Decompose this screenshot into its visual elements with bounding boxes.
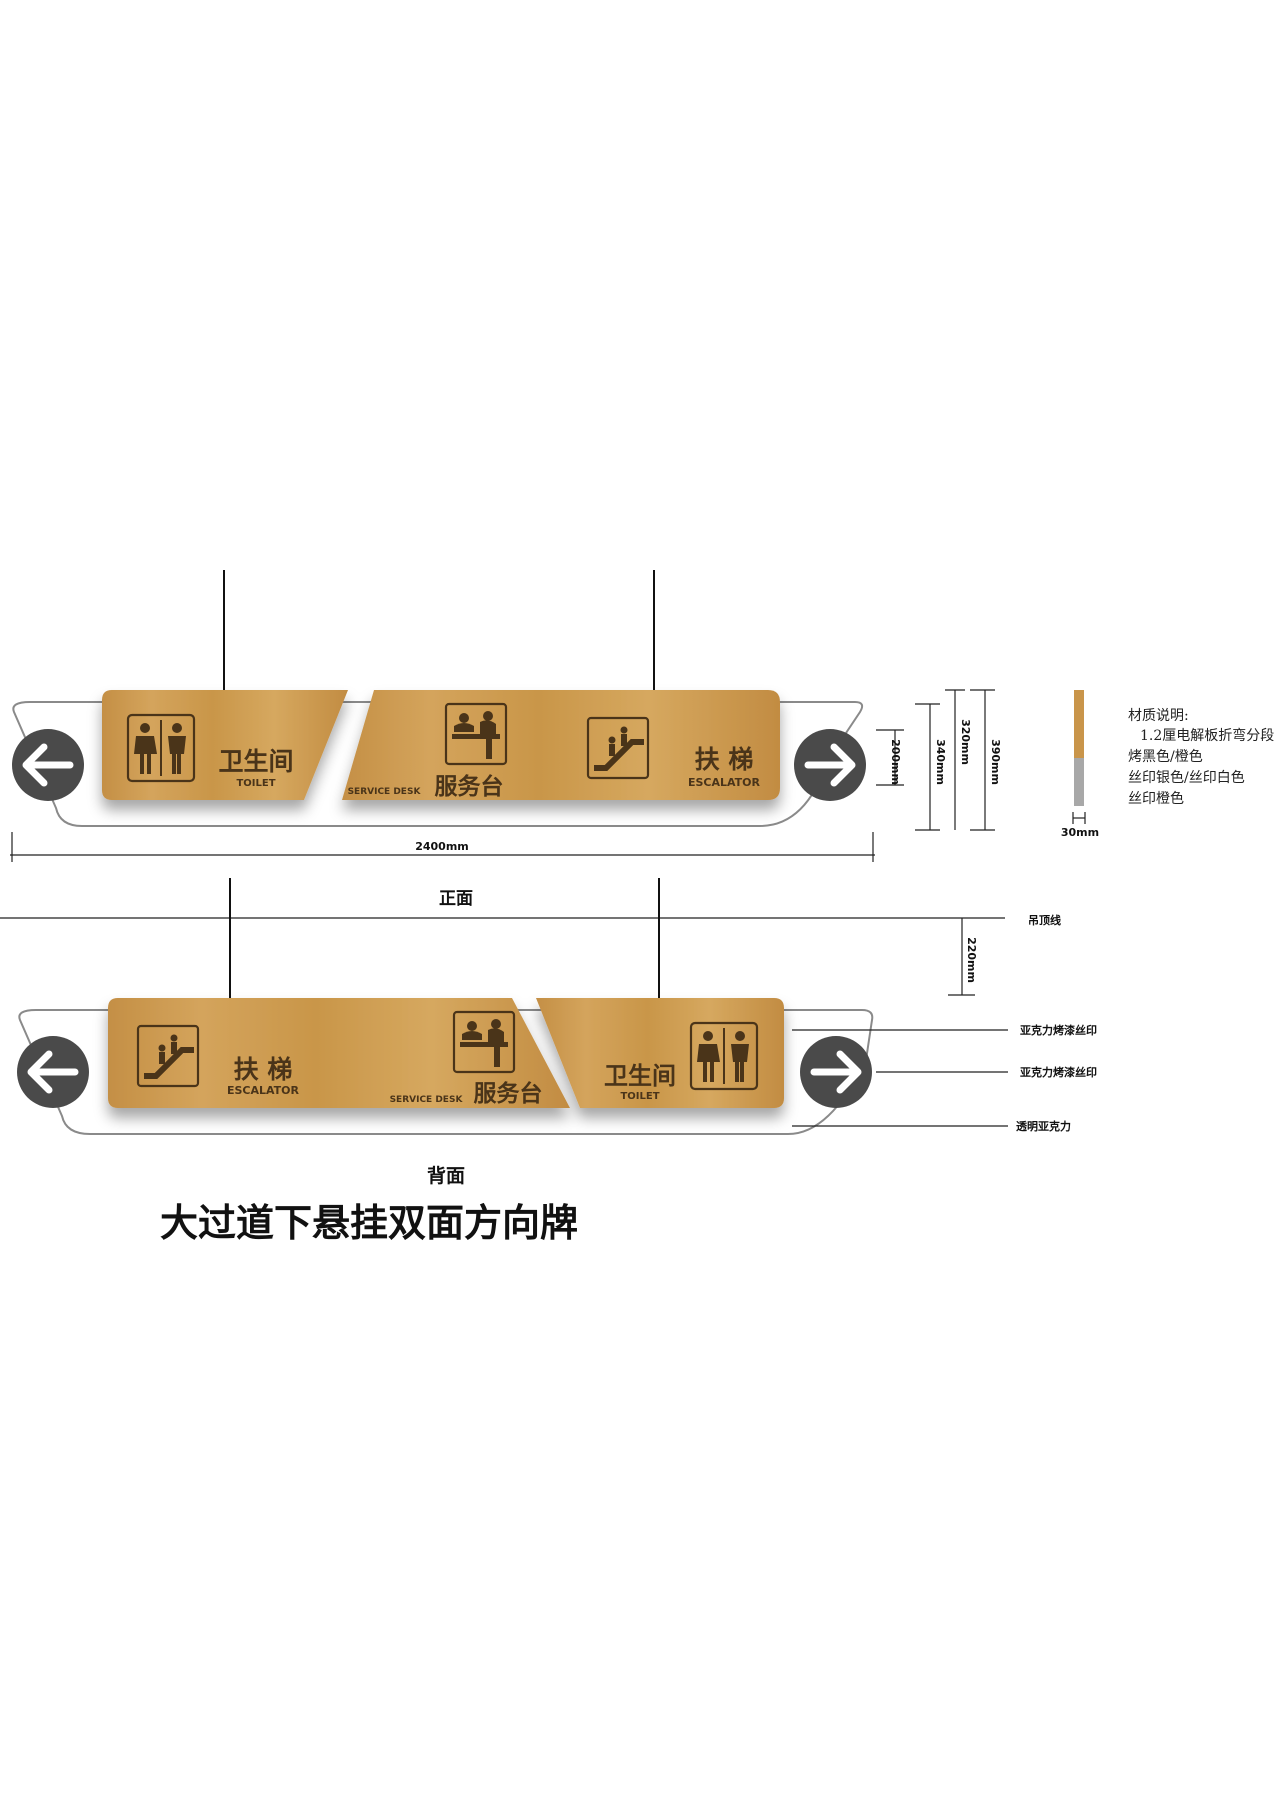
arrow-left-icon bbox=[12, 729, 84, 801]
back-escalator-en: ESCALATOR bbox=[227, 1084, 300, 1097]
main-title: 大过道下悬挂双面方向牌 bbox=[160, 1201, 578, 1245]
material-line-2: 烤黑色/橙色 bbox=[1128, 748, 1203, 765]
back-callouts: 亚克力烤漆丝印 亚克力烤漆丝印 透明亚克力 bbox=[792, 1023, 1097, 1133]
front-panel-center-right bbox=[342, 690, 780, 800]
front-panel-left bbox=[102, 690, 348, 800]
arrow-left-icon bbox=[17, 1036, 89, 1108]
back-panel-right bbox=[536, 998, 784, 1108]
back-sign: 扶 梯 ESCALATOR SERVICE DESK 服务台 卫生间 TOILE… bbox=[17, 878, 874, 1135]
dim-h340: 340mm bbox=[934, 739, 947, 785]
callout-acrylic-1: 亚克力烤漆丝印 bbox=[1020, 1023, 1097, 1037]
back-service-en: SERVICE DESK bbox=[390, 1095, 464, 1105]
dim-h390: 390mm bbox=[989, 739, 1002, 785]
callout-clear-acrylic: 透明亚克力 bbox=[1016, 1119, 1071, 1133]
back-toilet-cn: 卫生间 bbox=[604, 1062, 676, 1090]
front-escalator-cn: 扶 梯 bbox=[695, 745, 754, 774]
back-caption: 背面 bbox=[427, 1164, 465, 1187]
dim-ceiling-gap: 220mm bbox=[965, 937, 978, 983]
front-toilet-cn: 卫生间 bbox=[218, 747, 293, 776]
arrow-right-icon bbox=[800, 1036, 872, 1108]
callout-acrylic-2: 亚克力烤漆丝印 bbox=[1020, 1065, 1097, 1079]
thickness-swatch: 30mm bbox=[1061, 690, 1099, 839]
front-service-cn: 服务台 bbox=[435, 773, 504, 800]
front-service-en: SERVICE DESK bbox=[348, 787, 422, 797]
ceiling-line: 吊顶线 220mm bbox=[0, 913, 1061, 996]
back-acrylic-outline bbox=[18, 1009, 874, 1135]
material-title: 材质说明: bbox=[1128, 708, 1189, 724]
dim-h320: 320mm bbox=[959, 719, 972, 765]
front-escalator-en: ESCALATOR bbox=[688, 776, 761, 789]
front-caption: 正面 bbox=[439, 889, 473, 909]
dim-h200: 200mm bbox=[889, 739, 902, 785]
dim-thickness: 30mm bbox=[1061, 826, 1099, 839]
front-dimension-lines: 2400mm 200mm 340mm 320mm 390mm bbox=[10, 689, 1002, 862]
front-acrylic-outline bbox=[12, 701, 864, 827]
material-notes: 材质说明: 1.2厘电解板折弯分段 烤黑色/橙色 丝印银色/丝印白色 丝印橙色 bbox=[1128, 708, 1274, 807]
front-sign: 卫生间 TOILET SERVICE DESK 服务台 扶 梯 ESCALATO… bbox=[12, 570, 866, 827]
back-service-cn: 服务台 bbox=[474, 1080, 543, 1107]
back-escalator-cn: 扶 梯 bbox=[234, 1055, 293, 1084]
front-toilet-en: TOILET bbox=[236, 778, 275, 789]
material-line-1: 1.2厘电解板折弯分段 bbox=[1140, 727, 1274, 744]
material-line-4: 丝印橙色 bbox=[1128, 790, 1184, 807]
ceiling-line-label: 吊顶线 bbox=[1028, 913, 1061, 927]
arrow-right-icon bbox=[794, 729, 866, 801]
material-line-3: 丝印银色/丝印白色 bbox=[1128, 769, 1245, 786]
dim-width: 2400mm bbox=[415, 840, 469, 853]
back-toilet-en: TOILET bbox=[620, 1091, 659, 1102]
